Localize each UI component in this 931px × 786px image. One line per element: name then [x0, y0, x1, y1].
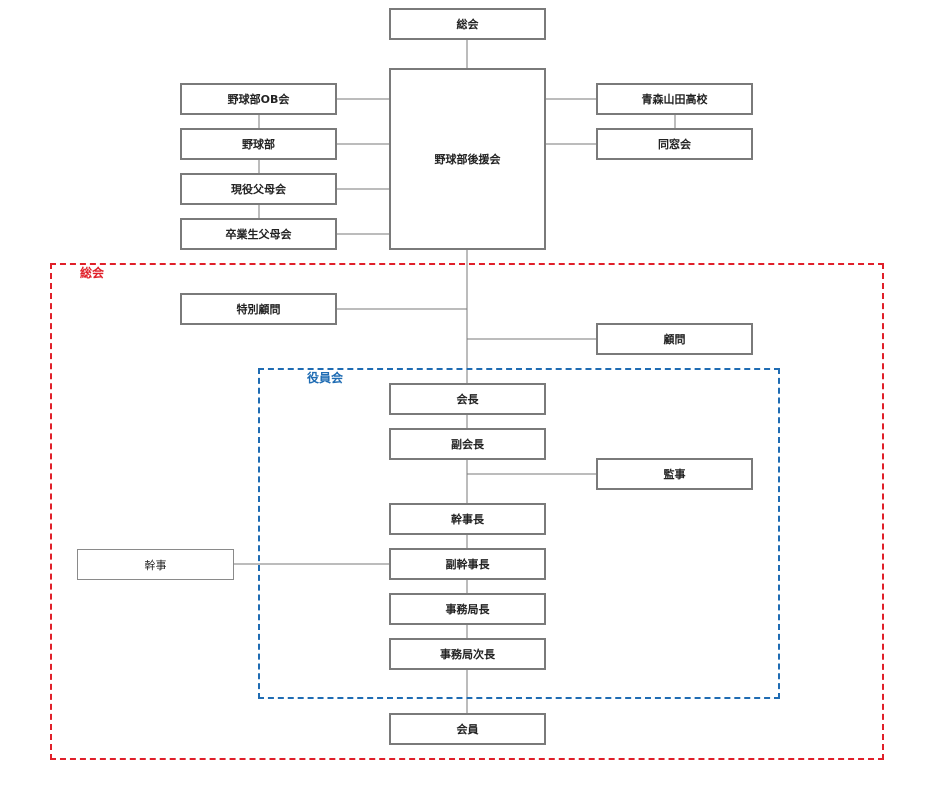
general-meeting-group-label: 総会: [80, 266, 105, 280]
officers-group-label: 役員会: [307, 371, 344, 385]
node-baseball-club: 野球部: [180, 128, 337, 160]
node-office-director: 事務局長: [389, 593, 546, 625]
node-secretary: 幹事: [77, 549, 234, 580]
node-president: 会長: [389, 383, 546, 415]
node-special-advisor: 特別顧問: [180, 293, 337, 325]
node-auditor: 監事: [596, 458, 753, 490]
node-support-association: 野球部後援会: [389, 68, 546, 250]
general-meeting-group-frame: [50, 263, 884, 760]
node-general-meeting: 総会: [389, 8, 546, 40]
node-vice-chief-secretary: 副幹事長: [389, 548, 546, 580]
officers-group-frame: [258, 368, 780, 699]
node-advisor: 顧問: [596, 323, 753, 355]
node-vice-president: 副会長: [389, 428, 546, 460]
node-aomori-yamada-hs: 青森山田高校: [596, 83, 753, 115]
node-deputy-office-director: 事務局次長: [389, 638, 546, 670]
node-current-parents: 現役父母会: [180, 173, 337, 205]
node-alumni-association: 同窓会: [596, 128, 753, 160]
node-chief-secretary: 幹事長: [389, 503, 546, 535]
node-ob-association: 野球部OB会: [180, 83, 337, 115]
node-member: 会員: [389, 713, 546, 745]
node-graduate-parents: 卒業生父母会: [180, 218, 337, 250]
